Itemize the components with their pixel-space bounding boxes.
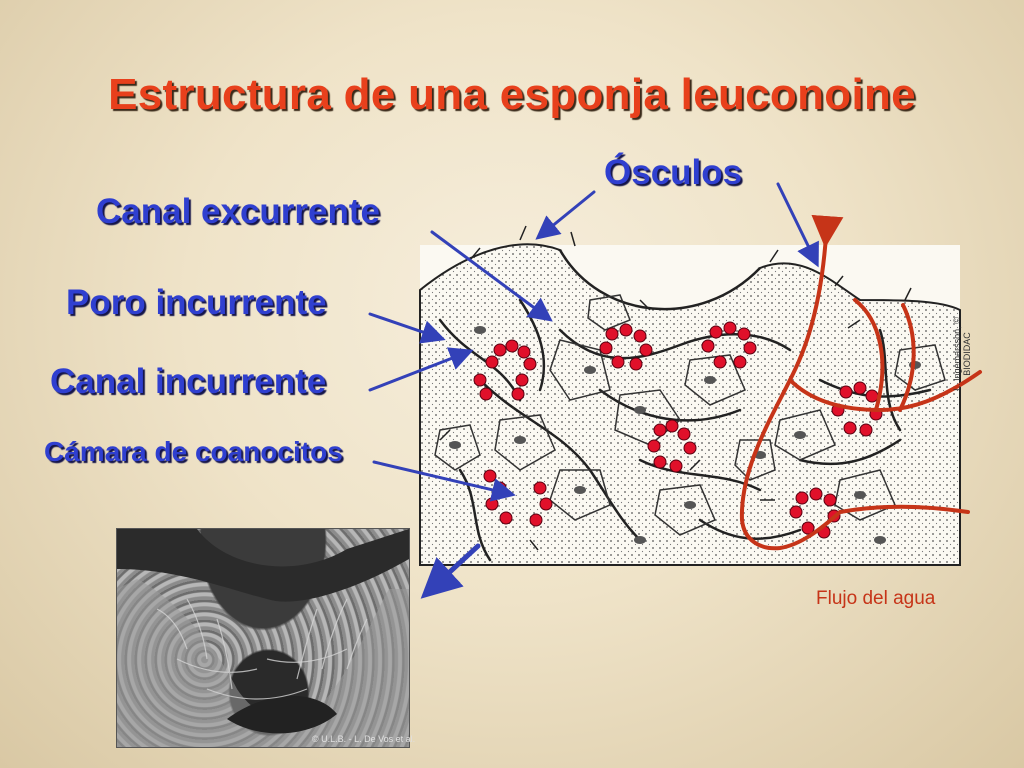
pointer-arrows (368, 182, 819, 599)
arrow-camara-coanocitos (372, 460, 516, 502)
choanocyte-chambers (473, 321, 883, 539)
chamber-4 (701, 321, 757, 369)
label-camara-coanocitos: Cámara de coanocitos (44, 436, 343, 467)
arrow-osculos-right (776, 182, 819, 268)
arrow-canal-excurrente (430, 230, 553, 322)
side-credit-text: L. Ingemarsson, © BIODIDAC (952, 317, 972, 391)
chamber-1 (485, 339, 537, 371)
slide-title: Estructura de una esponja leuconoine (108, 70, 916, 119)
sem-micrograph (116, 528, 410, 748)
water-flow-arrows (739, 214, 982, 551)
water-flow-label: Flujo del agua (816, 588, 936, 609)
label-canal-incurrente: Canal incurrente (50, 362, 327, 401)
chamber-3 (599, 323, 653, 371)
arrow-osculos-left (535, 190, 596, 240)
chamber-5 (647, 419, 697, 473)
arrow-poro-incurrente (368, 312, 446, 344)
label-canal-excurrente: Canal excurrente (96, 192, 381, 231)
arrow-canal-incurrente (368, 347, 474, 392)
label-poro-incurrente: Poro incurrente (66, 283, 327, 322)
side-credit: L. Ingemarsson, © BIODIDAC (952, 298, 972, 402)
label-osculos: Ósculos (604, 153, 743, 192)
chamber-2 (473, 373, 529, 401)
sponge-body (419, 225, 961, 566)
photo-credit: © U.L.B. - L. De Vos et al. (312, 734, 416, 744)
arrow-to-photo (420, 543, 481, 599)
micrograph-shapes (117, 529, 409, 747)
